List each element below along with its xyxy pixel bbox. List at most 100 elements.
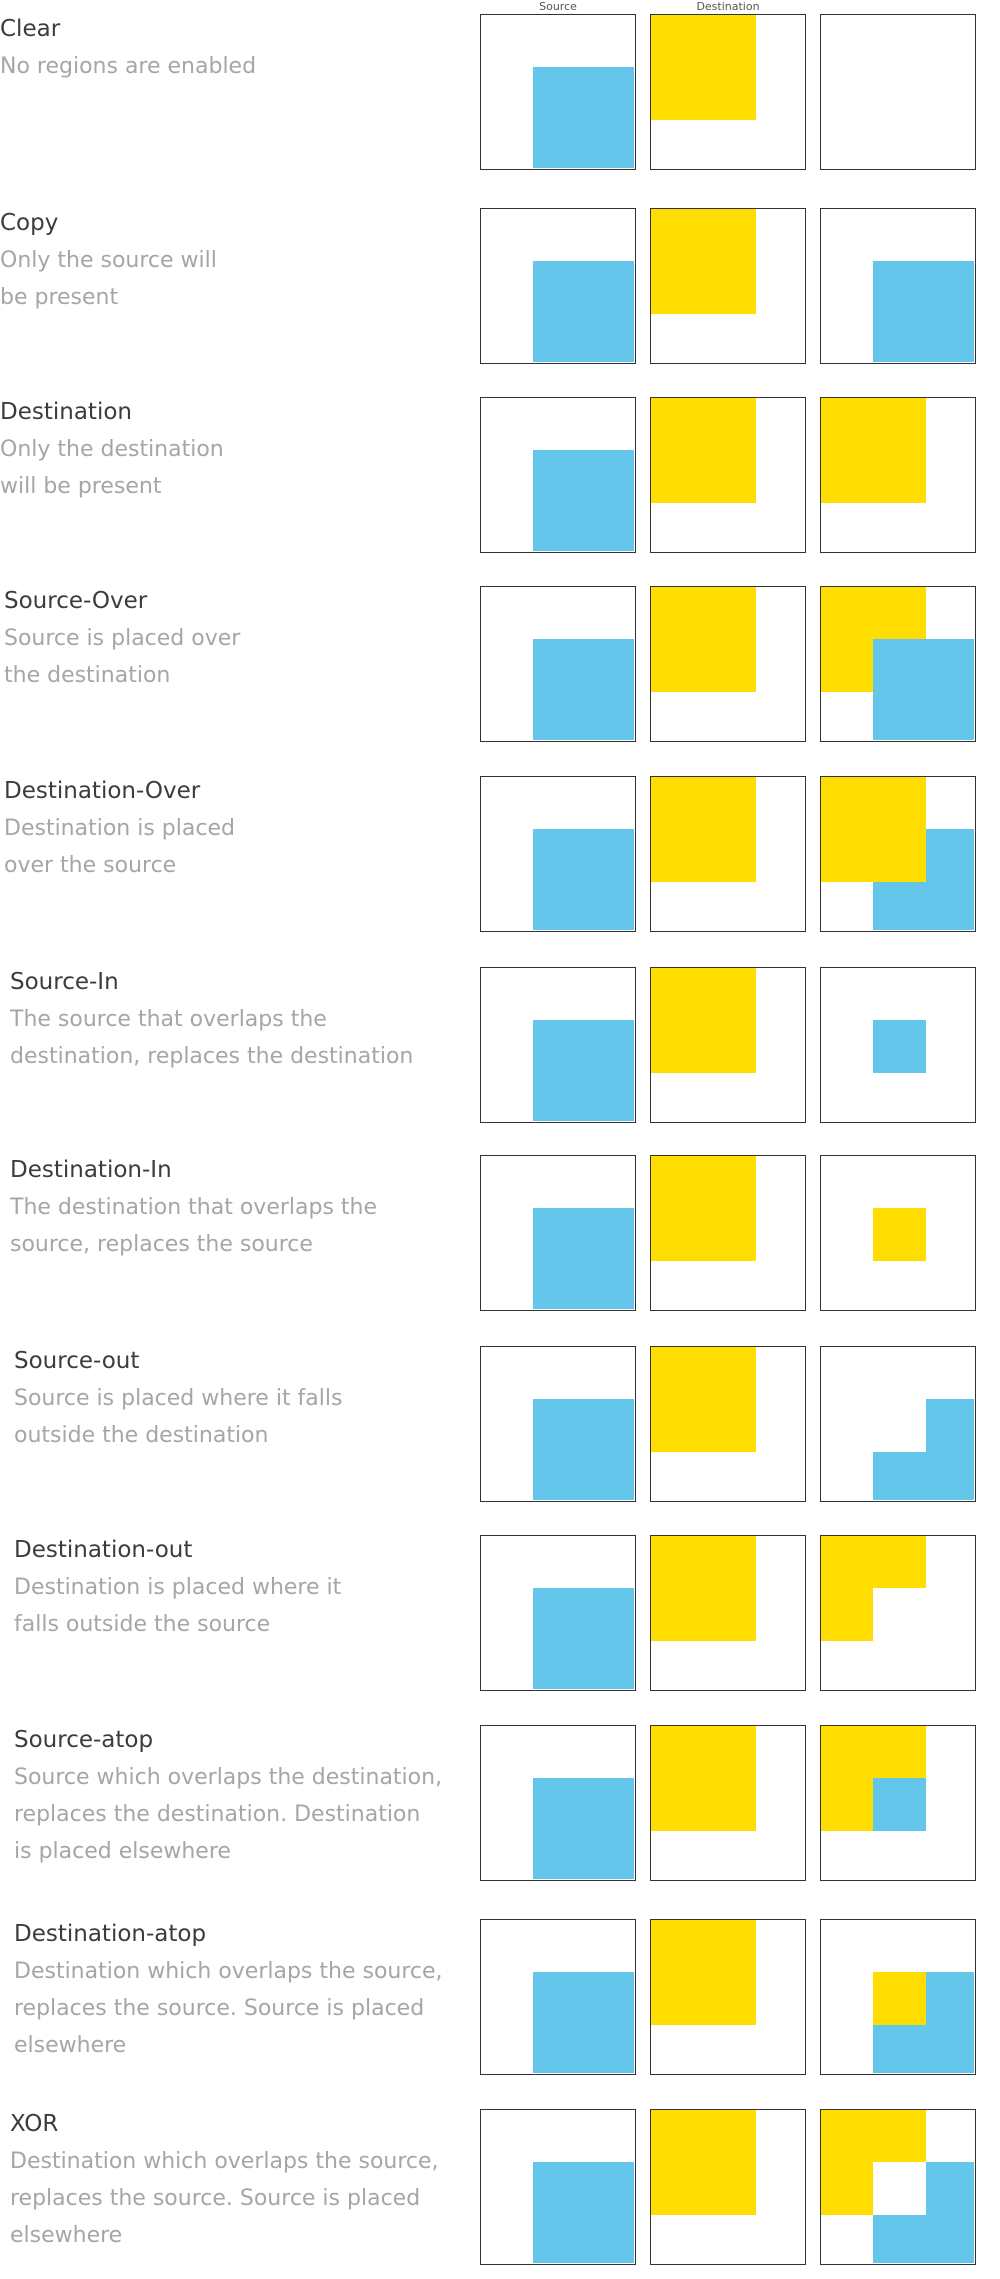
source-shape	[533, 2162, 634, 2263]
result-source-shape	[873, 639, 974, 740]
source-panel-canvas	[533, 450, 634, 551]
mode-description-line: be present	[0, 285, 119, 310]
source-shape	[533, 829, 634, 930]
result-source-outside-bottom	[873, 1452, 926, 1500]
destination-panel	[650, 2109, 806, 2265]
mode-description-line: The destination that overlaps the	[10, 1195, 378, 1220]
result-destination-outside-top	[821, 1536, 926, 1588]
result-source-overlap	[873, 1020, 926, 1073]
mode-description: Destination is placed over the source	[4, 810, 474, 884]
source-shape	[533, 639, 634, 740]
source-panel	[480, 208, 636, 364]
source-shape	[533, 67, 634, 168]
result-destination-outside-left	[821, 1588, 873, 1641]
destination-panel-canvas	[651, 15, 756, 120]
destination-panel	[650, 1919, 806, 2075]
destination-panel	[650, 14, 806, 170]
source-shape	[533, 261, 634, 362]
source-panel-canvas	[533, 261, 634, 362]
source-panel	[480, 1535, 636, 1691]
mode-description-line: over the source	[4, 853, 177, 878]
destination-panel	[650, 1346, 806, 1502]
destination-panel	[650, 1535, 806, 1691]
destination-panel-canvas	[651, 398, 756, 503]
mode-description-line: is placed elsewhere	[14, 1839, 231, 1864]
result-panel	[820, 1725, 976, 1881]
source-shape	[533, 1588, 634, 1689]
result-panel-canvas	[873, 1020, 926, 1073]
result-destination-outside-left	[821, 2162, 873, 2215]
mode-description: The source that overlaps the destination,…	[10, 1001, 480, 1075]
result-panel	[820, 397, 976, 553]
result-panel	[820, 1535, 976, 1691]
source-shape	[533, 1972, 634, 2073]
destination-panel	[650, 1725, 806, 1881]
source-panel	[480, 1155, 636, 1311]
result-panel	[820, 208, 976, 364]
destination-shape	[651, 777, 756, 882]
destination-panel-canvas	[651, 209, 756, 314]
mode-title: Destination-out	[14, 1537, 193, 1563]
result-panel-canvas	[873, 261, 974, 362]
destination-shape	[651, 968, 756, 1073]
destination-panel	[650, 208, 806, 364]
source-panel	[480, 14, 636, 170]
destination-panel	[650, 1155, 806, 1311]
mode-description: Source which overlaps the destination,re…	[14, 1759, 484, 1870]
destination-panel-canvas	[651, 968, 756, 1073]
result-panel-canvas	[821, 15, 974, 168]
source-panel-canvas	[533, 1972, 634, 2073]
source-panel-canvas	[533, 1399, 634, 1500]
source-panel	[480, 1919, 636, 2075]
source-shape	[533, 450, 634, 551]
mode-description-line: replaces the destination. Destination	[14, 1802, 421, 1827]
destination-panel-canvas	[651, 777, 756, 882]
mode-description-line: elsewhere	[14, 2033, 127, 2058]
mode-description-line: destination, replaces the destination	[10, 1044, 414, 1069]
source-panel-canvas	[533, 1588, 634, 1689]
result-source-outside-right	[926, 1399, 974, 1500]
result-panel-canvas	[873, 1399, 974, 1500]
mode-title: Destination-Over	[4, 778, 201, 804]
mode-description-line: the destination	[4, 663, 171, 688]
destination-shape	[651, 1347, 756, 1452]
destination-shape	[651, 209, 756, 314]
mode-title: Source-In	[10, 969, 119, 995]
mode-description-line: source, replaces the source	[10, 1232, 313, 1257]
result-panel	[820, 14, 976, 170]
destination-panel	[650, 967, 806, 1123]
result-panel	[820, 776, 976, 932]
mode-description-line: replaces the source. Source is placed	[14, 1996, 425, 2021]
result-panel-canvas	[873, 1208, 926, 1261]
mode-description-line: Destination which overlaps the source,	[14, 1959, 443, 1984]
result-destination-shape	[821, 777, 926, 882]
mode-description: Destination which overlaps the source,re…	[10, 2143, 480, 2254]
destination-panel-canvas	[651, 2110, 756, 2215]
mode-title: Destination-atop	[14, 1921, 207, 1947]
result-panel-canvas	[873, 1972, 974, 2073]
destination-panel-canvas	[651, 1156, 756, 1261]
result-panel-canvas	[821, 587, 974, 740]
mode-description-line: The source that overlaps the	[10, 1007, 327, 1032]
destination-panel-canvas	[651, 1536, 756, 1641]
mode-description-line: Destination is placed	[4, 816, 235, 841]
result-panel	[820, 1155, 976, 1311]
mode-title: Copy	[0, 210, 59, 236]
